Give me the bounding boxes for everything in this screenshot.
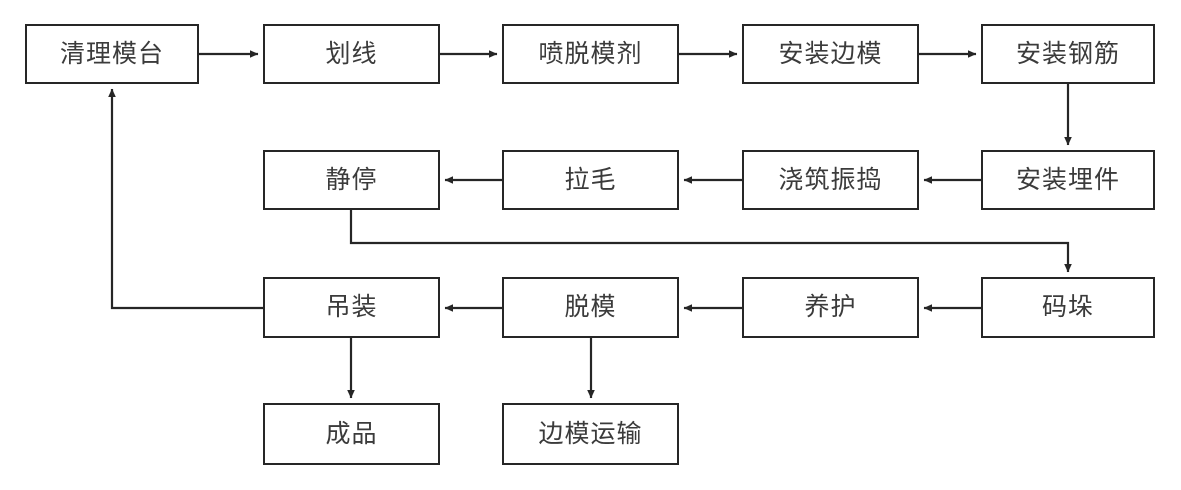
node-label: 养护: [804, 292, 857, 321]
node-label: 成品: [325, 418, 378, 448]
node-label: 脱模: [564, 292, 617, 321]
node-label: 清理模台: [59, 38, 164, 68]
node-huaxian[interactable]: 划线: [263, 24, 440, 84]
node-qinglimotai[interactable]: 清理模台: [25, 24, 199, 84]
node-jiaozhuzhendao[interactable]: 浇筑振捣: [742, 150, 919, 210]
node-chengpin[interactable]: 成品: [263, 403, 440, 465]
edge-jingting-to-maduo: [349, 210, 1072, 273]
node-yanghu[interactable]: 养护: [742, 277, 919, 338]
node-label: 边模运输: [538, 418, 643, 448]
node-label: 码垛: [1041, 292, 1094, 321]
node-label: 划线: [325, 38, 378, 68]
node-bianmoyunshu[interactable]: 边模运输: [502, 403, 679, 465]
node-lamao[interactable]: 拉毛: [502, 150, 679, 210]
node-label: 吊装: [325, 292, 378, 321]
node-tuomo[interactable]: 脱模: [502, 277, 679, 338]
node-label: 安装钢筋: [1015, 38, 1120, 68]
edge-diaozhuang-to-qinglimotai-feedback: [108, 88, 263, 310]
node-label: 静停: [325, 164, 378, 194]
node-pentuomoji[interactable]: 喷脱模剂: [502, 24, 679, 84]
node-jingting[interactable]: 静停: [263, 150, 440, 210]
node-label: 喷脱模剂: [538, 38, 643, 68]
node-anzhuangbianmo[interactable]: 安装边模: [742, 24, 919, 84]
node-maduo[interactable]: 码垛: [981, 277, 1155, 338]
node-label: 浇筑振捣: [778, 164, 883, 194]
node-label: 安装埋件: [1015, 164, 1120, 194]
node-diaozhuang[interactable]: 吊装: [263, 277, 440, 338]
node-label: 拉毛: [564, 164, 617, 194]
node-anzhuangmaijian[interactable]: 安装埋件: [981, 150, 1155, 210]
node-label: 安装边模: [778, 38, 883, 68]
node-anzhuanggangjin[interactable]: 安装钢筋: [981, 24, 1155, 84]
